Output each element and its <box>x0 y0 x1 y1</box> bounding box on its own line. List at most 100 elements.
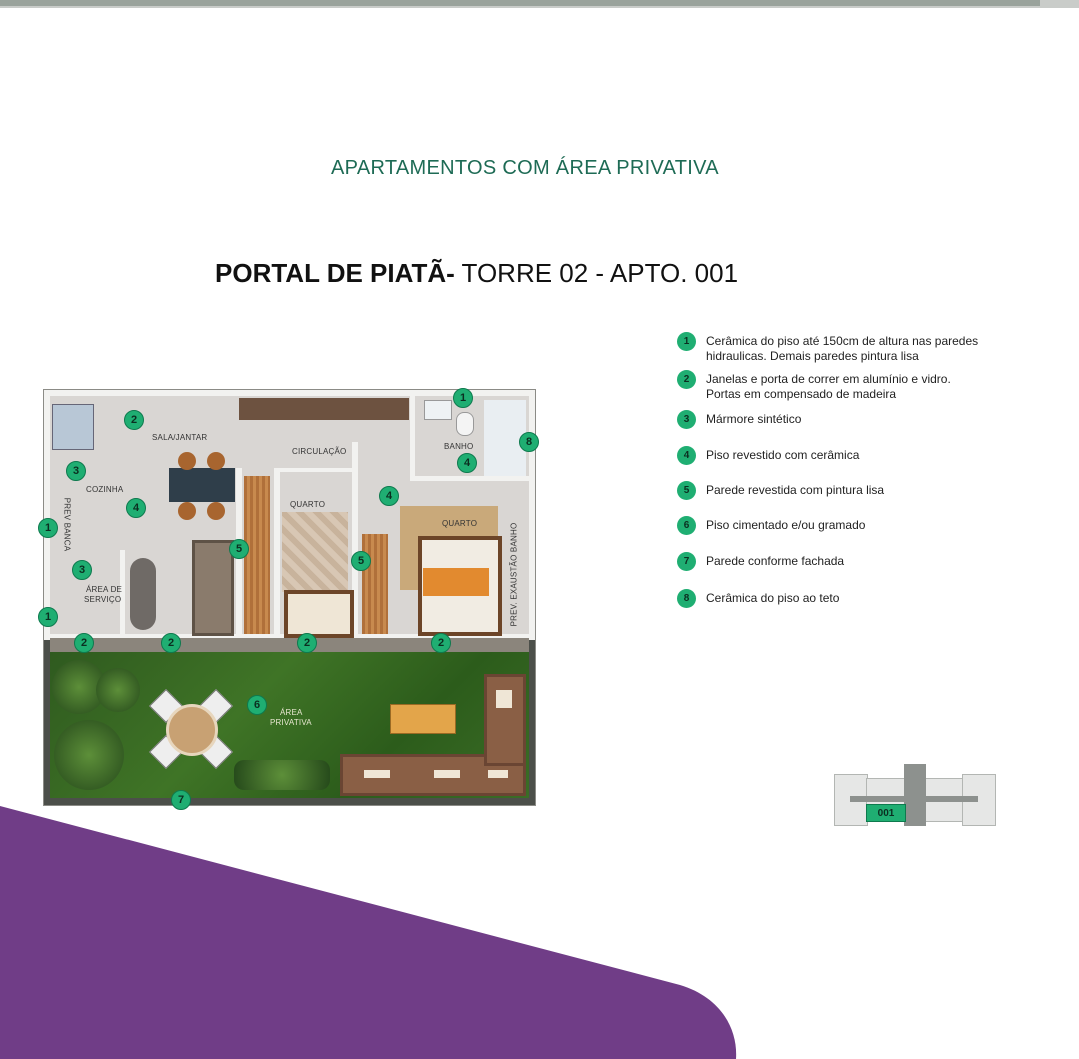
shelf-unit <box>239 398 409 420</box>
wood-panel <box>244 476 270 634</box>
wall-bath <box>410 396 415 480</box>
kitchen-island <box>130 558 156 630</box>
room-rug <box>282 512 348 592</box>
legend-number: 5 <box>677 481 696 500</box>
legend-item: 4 Piso revestido com cerâmica <box>677 446 1017 465</box>
cushion <box>488 770 508 778</box>
label-prev-banca: PREV BANCA <box>62 497 72 552</box>
garden-plant <box>54 720 124 790</box>
key-plan: 001 <box>834 764 996 828</box>
marker-2: 2 <box>161 633 181 653</box>
purple-swoosh-shape <box>0 806 737 1059</box>
outer-wall-right <box>529 390 535 640</box>
outdoor-sofa-side <box>484 674 526 766</box>
floor-plan: SALA/JANTAR CIRCULAÇÃO BANHO COZINHA QUA… <box>38 388 539 810</box>
legend-number: 8 <box>677 589 696 608</box>
bed-1 <box>284 590 354 638</box>
garden-plant <box>96 668 140 712</box>
coffee-table <box>390 704 456 734</box>
dining-chair <box>207 502 225 520</box>
marker-5: 5 <box>229 539 249 559</box>
legend-text: Parede conforme fachada <box>706 554 845 568</box>
marker-4: 4 <box>126 498 146 518</box>
wall-room-left <box>274 468 280 640</box>
legend-text: Piso revestido com cerâmica <box>706 448 860 462</box>
marker-1: 1 <box>453 388 473 408</box>
dining-table <box>169 468 235 502</box>
cushion <box>496 690 512 708</box>
label-area-servico-1: ÁREA DE <box>86 585 123 594</box>
outer-wall-left <box>44 390 50 640</box>
label-cozinha: COZINHA <box>86 485 124 494</box>
label-quarto-2: QUARTO <box>442 519 478 528</box>
legend-number: 3 <box>677 410 696 429</box>
garden-plant <box>234 760 330 790</box>
dining-chair <box>207 452 225 470</box>
marker-2: 2 <box>74 633 94 653</box>
top-border-accent <box>0 0 1040 6</box>
legend-number: 1 <box>677 332 696 351</box>
garden-table <box>166 704 218 756</box>
wood-panel-2 <box>362 534 388 634</box>
wall-kitchen <box>120 550 125 640</box>
marker-8: 8 <box>519 432 539 452</box>
key-plan-unit: 001 <box>866 804 906 822</box>
marker-1: 1 <box>38 607 58 627</box>
marker-3: 3 <box>66 461 86 481</box>
key-plan-core <box>904 764 926 826</box>
legend-number: 2 <box>677 370 696 389</box>
marker-2: 2 <box>297 633 317 653</box>
marker-5: 5 <box>351 551 371 571</box>
marker-4: 4 <box>379 486 399 506</box>
legend-item: 3 Mármore sintético <box>677 410 1017 429</box>
legend-number: 4 <box>677 446 696 465</box>
marker-2: 2 <box>124 410 144 430</box>
cushion <box>434 770 460 778</box>
dining-chair <box>178 452 196 470</box>
marker-7: 7 <box>171 790 191 810</box>
toilet <box>456 412 474 436</box>
legend-number: 7 <box>677 552 696 571</box>
marker-1: 1 <box>38 518 58 538</box>
legend-item: 5 Parede revestida com pintura lisa <box>677 481 1017 500</box>
title-rest: TORRE 02 - APTO. 001 <box>454 258 739 288</box>
cushion <box>364 770 390 778</box>
label-quarto-1: QUARTO <box>290 500 326 509</box>
legend-item: 7 Parede conforme fachada <box>677 552 1017 571</box>
legend-text: Parede revestida com pintura lisa <box>706 483 885 497</box>
legend-text: Janelas e porta de correr em alumínio e … <box>706 372 951 401</box>
legend-number: 6 <box>677 516 696 535</box>
wall-bath-bottom <box>410 476 529 481</box>
page-subtitle: APARTAMENTOS COM ÁREA PRIVATIVA <box>331 157 719 179</box>
label-exaustao: PREV. EXAUSTÃO BANHO <box>509 522 519 627</box>
marker-2: 2 <box>431 633 451 653</box>
legend-item: 2 Janelas e porta de correr em alumínio … <box>677 370 1017 402</box>
marker-6: 6 <box>247 695 267 715</box>
purple-swoosh <box>0 806 737 1059</box>
marker-4: 4 <box>457 453 477 473</box>
wall-room-divider <box>352 442 358 640</box>
title-bold: PORTAL DE PIATÃ- <box>215 258 455 288</box>
kitchen-counter <box>52 404 94 450</box>
legend-item: 1 Cerâmica do piso até 150cm de altura n… <box>677 332 1017 364</box>
legend-item: 8 Cerâmica do piso ao teto <box>677 589 1017 608</box>
top-border <box>0 0 1079 8</box>
bathroom-fixture <box>424 400 452 420</box>
label-sala-jantar: SALA/JANTAR <box>152 433 208 442</box>
label-area-privativa-1: ÁREA <box>280 708 303 717</box>
key-plan-corridor <box>850 796 978 802</box>
legend-text: Piso cimentado e/ou gramado <box>706 518 866 532</box>
living-sofa <box>192 540 234 636</box>
label-circulacao: CIRCULAÇÃO <box>292 447 347 456</box>
marker-3: 3 <box>72 560 92 580</box>
legend-text: Cerâmica do piso até 150cm de altura nas… <box>706 334 979 363</box>
wall-hall <box>280 468 352 472</box>
legend-text: Mármore sintético <box>706 412 802 426</box>
bed-blanket <box>423 568 489 596</box>
legend-text: Cerâmica do piso ao teto <box>706 591 840 605</box>
legend-item: 6 Piso cimentado e/ou gramado <box>677 516 1017 535</box>
page-title: PORTAL DE PIATÃ- TORRE 02 - APTO. 001 <box>215 258 738 289</box>
label-area-privativa-2: PRIVATIVA <box>270 718 312 727</box>
outer-wall-top <box>44 390 535 396</box>
dining-chair <box>178 502 196 520</box>
